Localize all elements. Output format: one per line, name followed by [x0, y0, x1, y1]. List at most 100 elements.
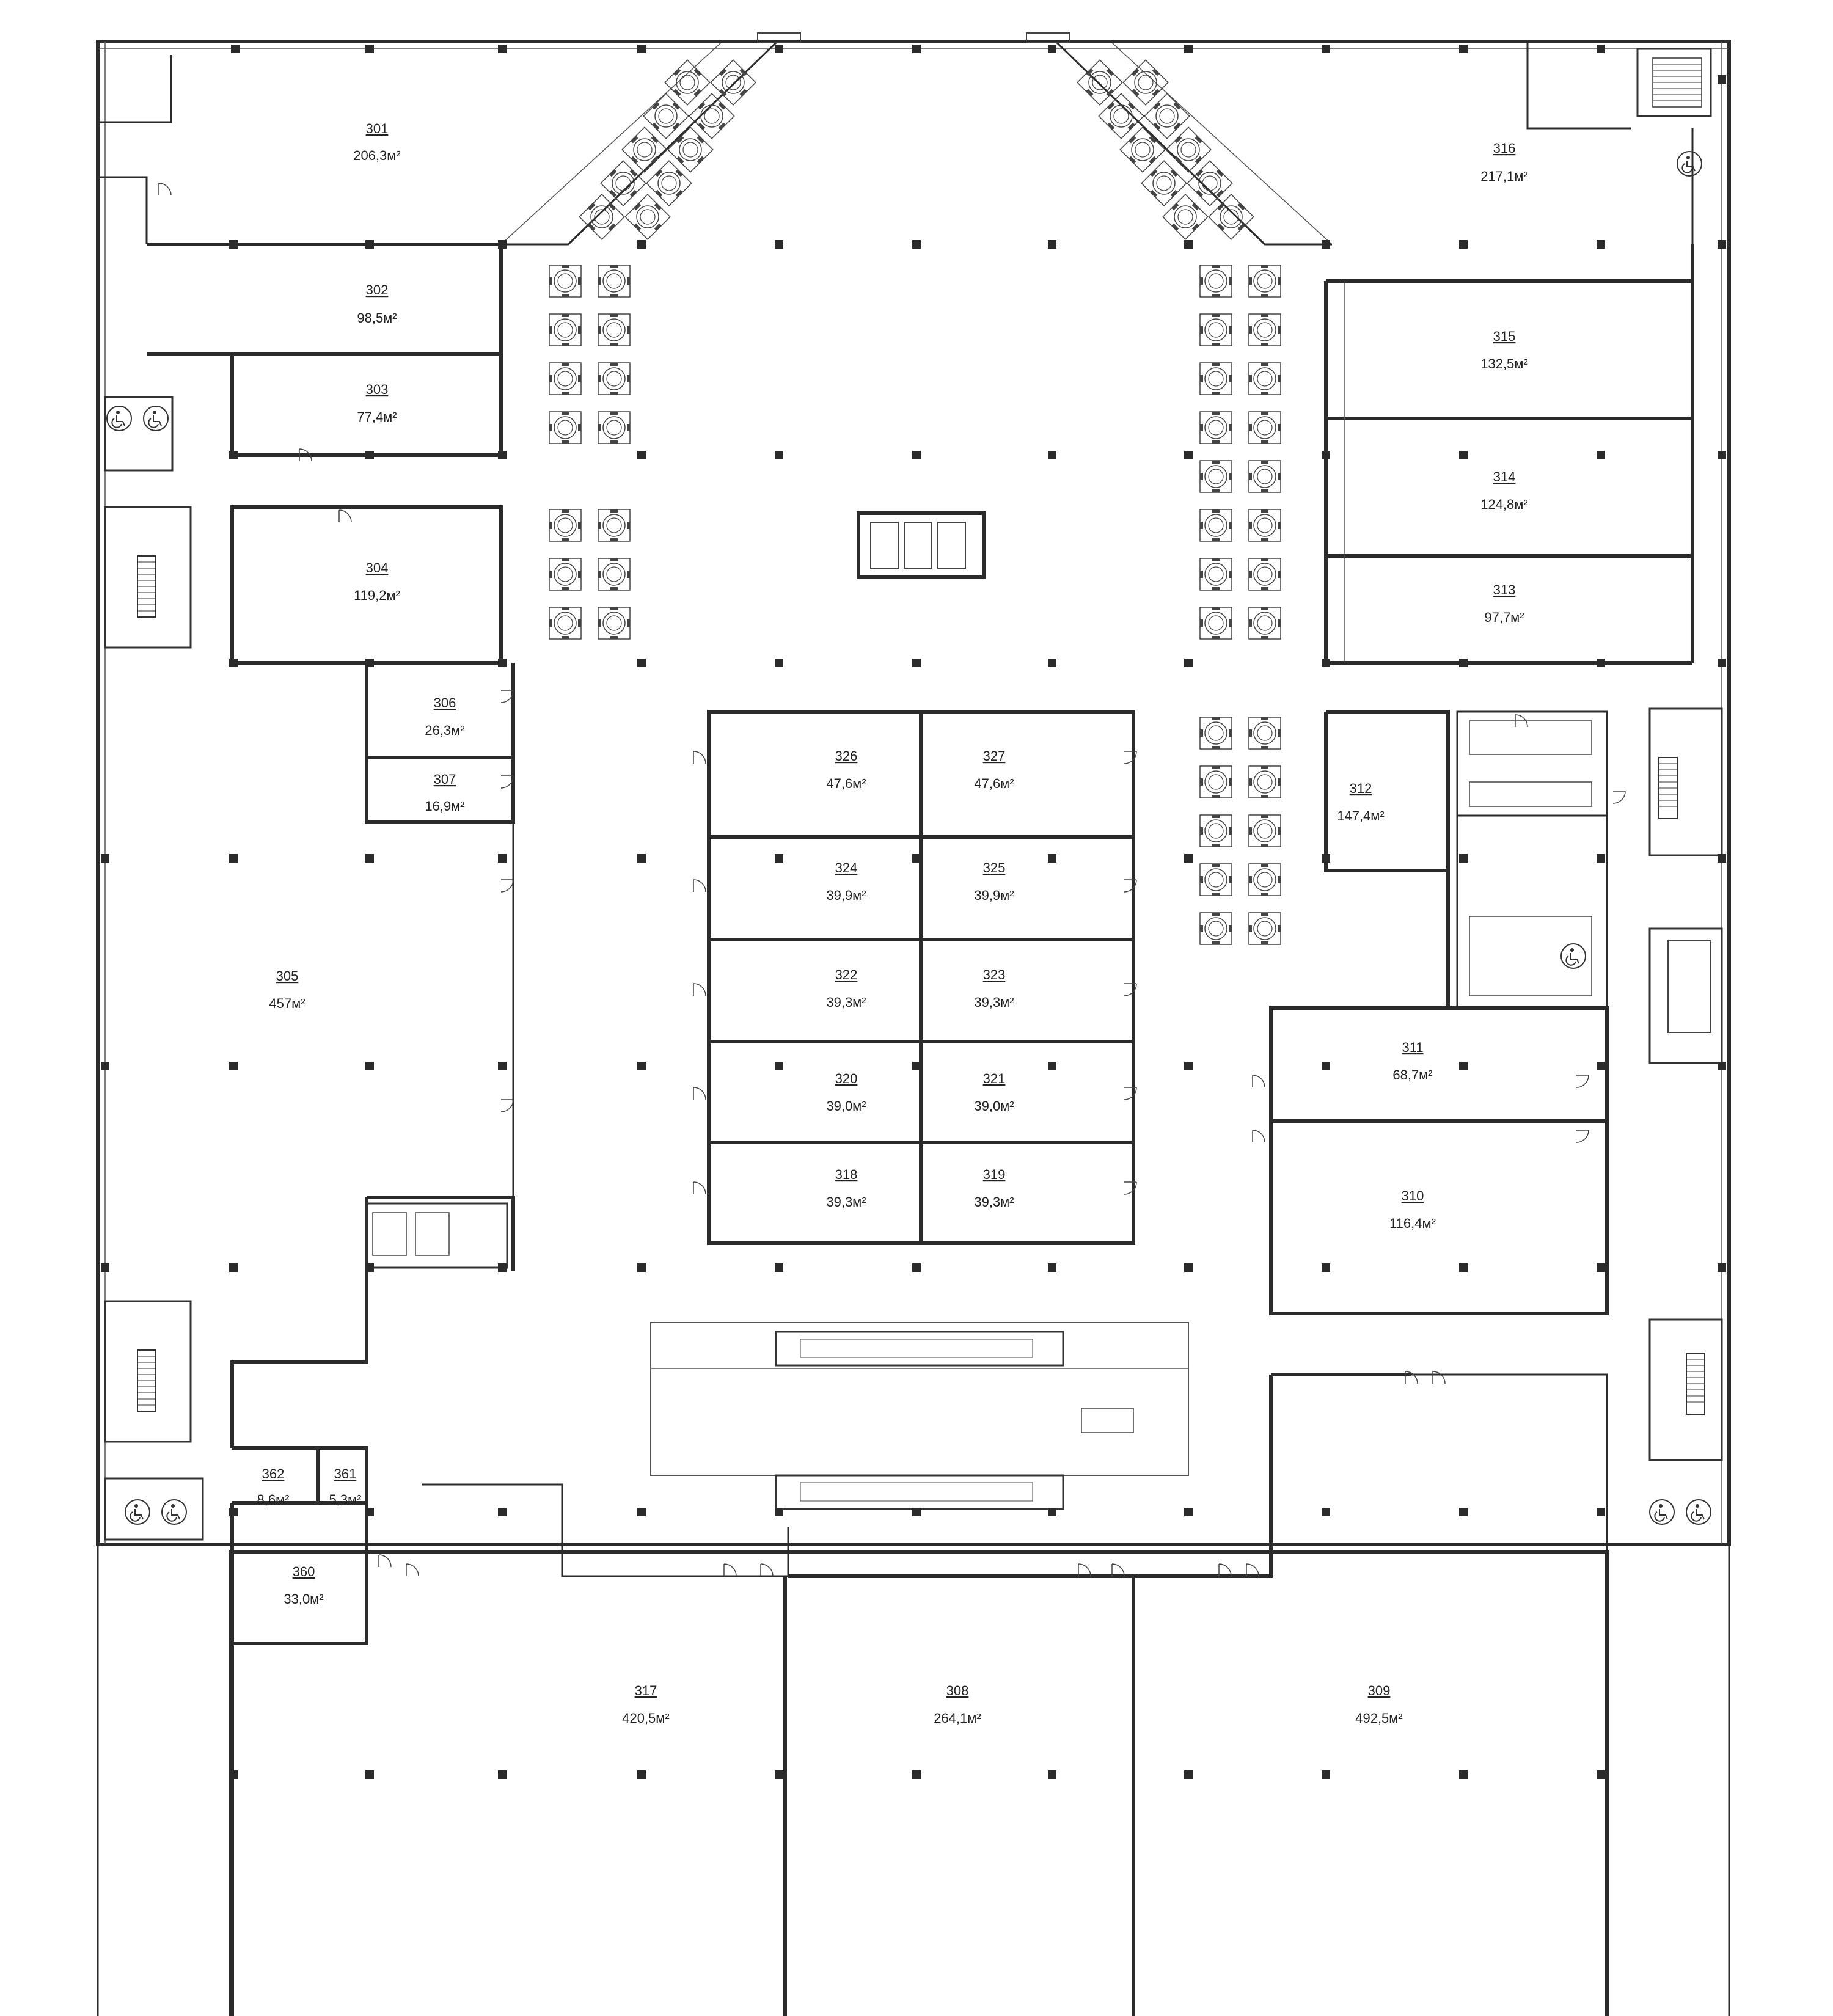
column-icon	[229, 1508, 238, 1516]
elevator-icon	[1667, 940, 1711, 1033]
dining-table-icon	[598, 607, 631, 640]
dining-table-icon	[1199, 765, 1232, 798]
room-number: 317	[635, 1683, 657, 1698]
column-icon	[1184, 659, 1193, 667]
stairs-icon	[137, 1349, 156, 1412]
dining-table-icon	[1199, 558, 1232, 591]
column-icon	[498, 45, 507, 53]
room-number: 316	[1493, 141, 1516, 156]
wheelchair-icon	[143, 406, 169, 431]
column-icon	[498, 1770, 507, 1779]
column-icon	[1184, 45, 1193, 53]
column-icon	[1597, 1062, 1605, 1070]
door-icon	[760, 1563, 774, 1577]
door-icon	[500, 1099, 514, 1112]
room-area: 116,4м²	[1389, 1216, 1436, 1231]
dining-table-icon	[598, 411, 631, 444]
column-icon	[1459, 1062, 1468, 1070]
room-number: 315	[1493, 329, 1516, 344]
room-area: 39,3м²	[974, 1194, 1014, 1210]
column-icon	[498, 1508, 507, 1516]
room-319[interactable]: 319 39,3м²	[924, 1145, 1130, 1240]
room-area: 39,9м²	[826, 888, 866, 903]
stairs-icon	[1658, 757, 1678, 819]
column-icon	[1597, 1770, 1605, 1779]
room-area: 39,3м²	[826, 995, 866, 1010]
room-number: 326	[835, 748, 858, 764]
column-icon	[1048, 1770, 1056, 1779]
room-number: 311	[1402, 1040, 1423, 1055]
column-icon	[775, 1770, 783, 1779]
room-area: 47,6м²	[974, 776, 1014, 791]
column-icon	[229, 240, 238, 249]
columns	[101, 45, 1726, 1779]
dining-table-icon	[598, 265, 631, 298]
column-icon	[775, 45, 783, 53]
column-icon	[498, 1062, 507, 1070]
dining-table-icon	[1144, 93, 1190, 139]
room-number: 303	[366, 382, 389, 397]
stairs-icon	[1686, 1353, 1705, 1415]
dining-table-icon	[1248, 717, 1281, 750]
column-icon	[1597, 1263, 1605, 1272]
stairs-icon	[1652, 57, 1702, 108]
column-icon	[1048, 240, 1056, 249]
column-icon	[229, 659, 238, 667]
column-icon	[1322, 45, 1330, 53]
room-number: 360	[293, 1564, 315, 1579]
dining-table-icon	[624, 194, 671, 240]
dining-table-icon	[1199, 814, 1232, 847]
column-icon	[775, 1263, 783, 1272]
room-area: 68,7м²	[1392, 1067, 1432, 1083]
column-icon	[637, 1508, 646, 1516]
room-number: 319	[983, 1167, 1006, 1182]
column-icon	[1184, 1263, 1193, 1272]
dining-table-icon	[1199, 509, 1232, 542]
column-icon	[1597, 854, 1605, 863]
stairs-icon	[137, 555, 156, 618]
room-311[interactable]: 311 68,7м²	[1274, 1011, 1604, 1118]
column-icon	[101, 854, 109, 863]
door-icon	[693, 1181, 706, 1195]
dining-table-icon	[1248, 558, 1281, 591]
column-icon	[498, 854, 507, 863]
door-icon	[723, 1563, 737, 1577]
dining-table-icon	[598, 509, 631, 542]
column-icon	[775, 1062, 783, 1070]
column-icon	[912, 240, 921, 249]
column-icon	[498, 240, 507, 249]
column-icon	[1718, 451, 1726, 459]
column-icon	[637, 1263, 646, 1272]
door-icon	[500, 879, 514, 893]
room-number: 309	[1368, 1683, 1391, 1698]
door-icon	[406, 1563, 419, 1577]
